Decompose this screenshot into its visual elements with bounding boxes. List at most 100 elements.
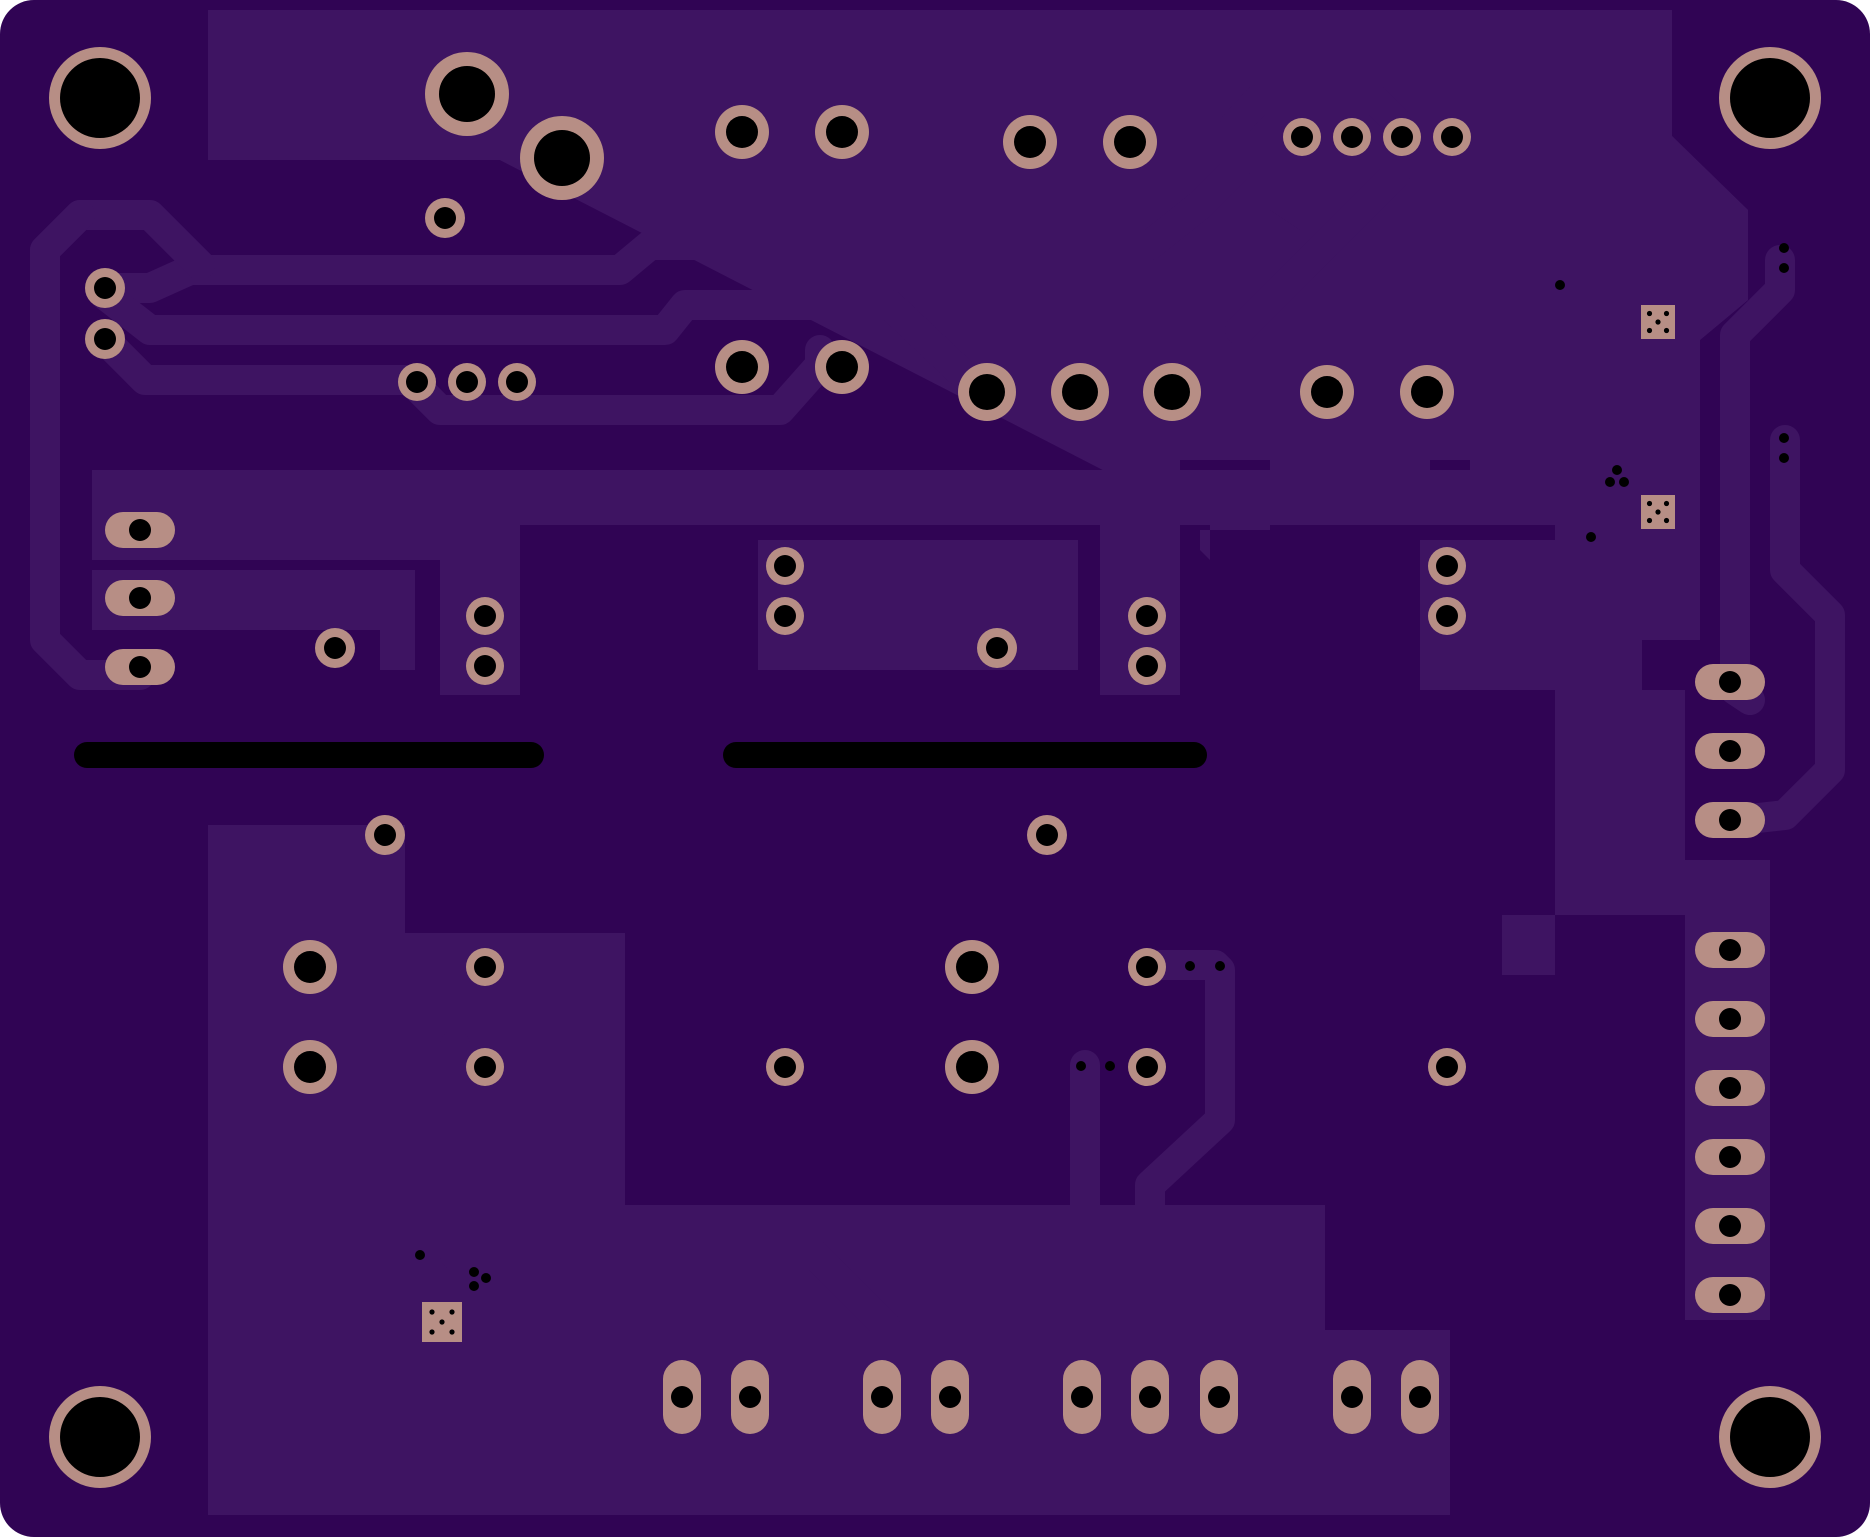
pad-left-conn-a-drill [324, 637, 346, 659]
pour-center-connector [758, 540, 1078, 670]
pad-lower-10-drill [956, 1051, 988, 1083]
pad-header-3-drill [1391, 126, 1413, 148]
pad-center-2-drill [774, 605, 796, 627]
connector-bottom-2-drill [739, 1386, 761, 1408]
smd-pad-1-dot-4 [1663, 327, 1670, 334]
pad-center-1-drill [774, 555, 796, 577]
connector-right-lower-3-drill [1719, 1077, 1741, 1099]
pad-center-3-drill [986, 637, 1008, 659]
smd-pad-3-dot-1 [449, 1309, 455, 1315]
via-13 [1105, 1061, 1115, 1071]
pour-right-bus [1420, 540, 1770, 1320]
via-6 [1612, 465, 1622, 475]
pad-lower-2-drill [1036, 824, 1058, 846]
via-12 [1076, 1061, 1086, 1071]
smd-pad-1-dot-1 [1663, 310, 1670, 317]
connector-right-lower-2-drill [1719, 1008, 1741, 1030]
smd-pad-1-dot-2 [1655, 319, 1661, 325]
connector-right-upper-2-drill [1719, 740, 1741, 762]
pad-left-1-drill [94, 277, 116, 299]
pad-lower-11-drill [1136, 1056, 1158, 1078]
via-3 [1779, 263, 1789, 273]
connector-right-upper-3-drill [1719, 809, 1741, 831]
via-15 [469, 1267, 479, 1277]
pad-right-2-drill [1436, 605, 1458, 627]
mounting-hole-3-drill [60, 1397, 140, 1477]
pad-lower-9-drill [774, 1056, 796, 1078]
slot-left [74, 742, 544, 768]
pad-lower-12-drill [1436, 1056, 1458, 1078]
via-10 [1185, 961, 1195, 971]
pour-top-left-block [208, 10, 1748, 440]
connector-left-1-drill [129, 519, 151, 541]
pad-top-row-2-drill [826, 116, 858, 148]
pad-lower-3-drill [294, 951, 326, 983]
trace-right-return [1725, 425, 1845, 835]
connector-left-3-drill [129, 656, 151, 678]
pad-mid-1-drill [726, 351, 758, 383]
pad-top-row-1-drill [726, 116, 758, 148]
slot-center [723, 742, 1207, 768]
mounting-hole-1-drill [60, 58, 140, 138]
mounting-hole-4-drill [1730, 1397, 1810, 1477]
trace-row-3 [90, 280, 1000, 410]
via-11 [1215, 961, 1225, 971]
smd-pad-2-dot-3 [1646, 517, 1653, 524]
pad-lower-1-drill [374, 824, 396, 846]
smd-pad-2-dot-1 [1663, 500, 1670, 507]
via-14 [415, 1250, 425, 1260]
connector-right-upper-1-drill [1719, 671, 1741, 693]
connector-bottom-1-drill [671, 1386, 693, 1408]
pad-top-row-3-drill [1014, 126, 1046, 158]
via-8 [1619, 477, 1629, 487]
connector-bottom-7-drill [1208, 1386, 1230, 1408]
smd-pad-1-dot-3 [1646, 327, 1653, 334]
via-17 [469, 1281, 479, 1291]
pad-large-1-drill [439, 66, 495, 122]
connector-bottom-3-drill [871, 1386, 893, 1408]
via-1 [1555, 280, 1565, 290]
trace-left-vertical [30, 200, 155, 690]
drill-layer [60, 58, 1810, 1477]
via-4 [1779, 433, 1789, 443]
pad-mid-2-drill [826, 351, 858, 383]
pad-row3-3-drill [506, 371, 528, 393]
smd-pad-2-dot-0 [1646, 500, 1653, 507]
connector-right-lower-6-drill [1719, 1284, 1741, 1306]
pad-lower-8-drill [474, 1056, 496, 1078]
connector-right-lower-5-drill [1719, 1215, 1741, 1237]
pad-lower-5-drill [956, 951, 988, 983]
connector-bottom-4-drill [939, 1386, 961, 1408]
pad-header-2-drill [1341, 126, 1363, 148]
pour-mid-bus [92, 470, 1770, 975]
trace-bottom-mid-b [1135, 950, 1235, 1410]
smd-pad-1-dot-0 [1646, 310, 1653, 317]
pad-left-conn-b-drill [474, 605, 496, 627]
slot-layer [74, 742, 1207, 768]
pad-center-4-drill [1136, 605, 1158, 627]
pad-center-5-drill [1136, 655, 1158, 677]
trace-left-loop [90, 85, 1410, 345]
pad-right-1-drill [1436, 555, 1458, 577]
connector-right-lower-1-drill [1719, 939, 1741, 961]
smd-pad-3-dot-2 [439, 1319, 445, 1325]
pad-mid-right-2-drill [1411, 376, 1443, 408]
via-16 [481, 1273, 491, 1283]
pad-small-top-drill [434, 207, 456, 229]
pad-mid-row-1-drill [969, 374, 1005, 410]
pad-header-4-drill [1441, 126, 1463, 148]
pad-lower-7-drill [294, 1051, 326, 1083]
pad-left-2-drill [94, 328, 116, 350]
connector-bottom-5-drill [1071, 1386, 1093, 1408]
via-5 [1779, 453, 1789, 463]
pad-row3-2-drill [456, 371, 478, 393]
pad-mid-right-1-drill [1311, 376, 1343, 408]
pad-left-conn-c-drill [474, 655, 496, 677]
connector-bottom-8-drill [1341, 1386, 1363, 1408]
smd-pad-2-dot-4 [1663, 517, 1670, 524]
connector-bottom-6-drill [1139, 1386, 1161, 1408]
pad-large-2-drill [534, 130, 590, 186]
via-7 [1605, 477, 1615, 487]
smd-pad-2-dot-2 [1655, 509, 1661, 515]
